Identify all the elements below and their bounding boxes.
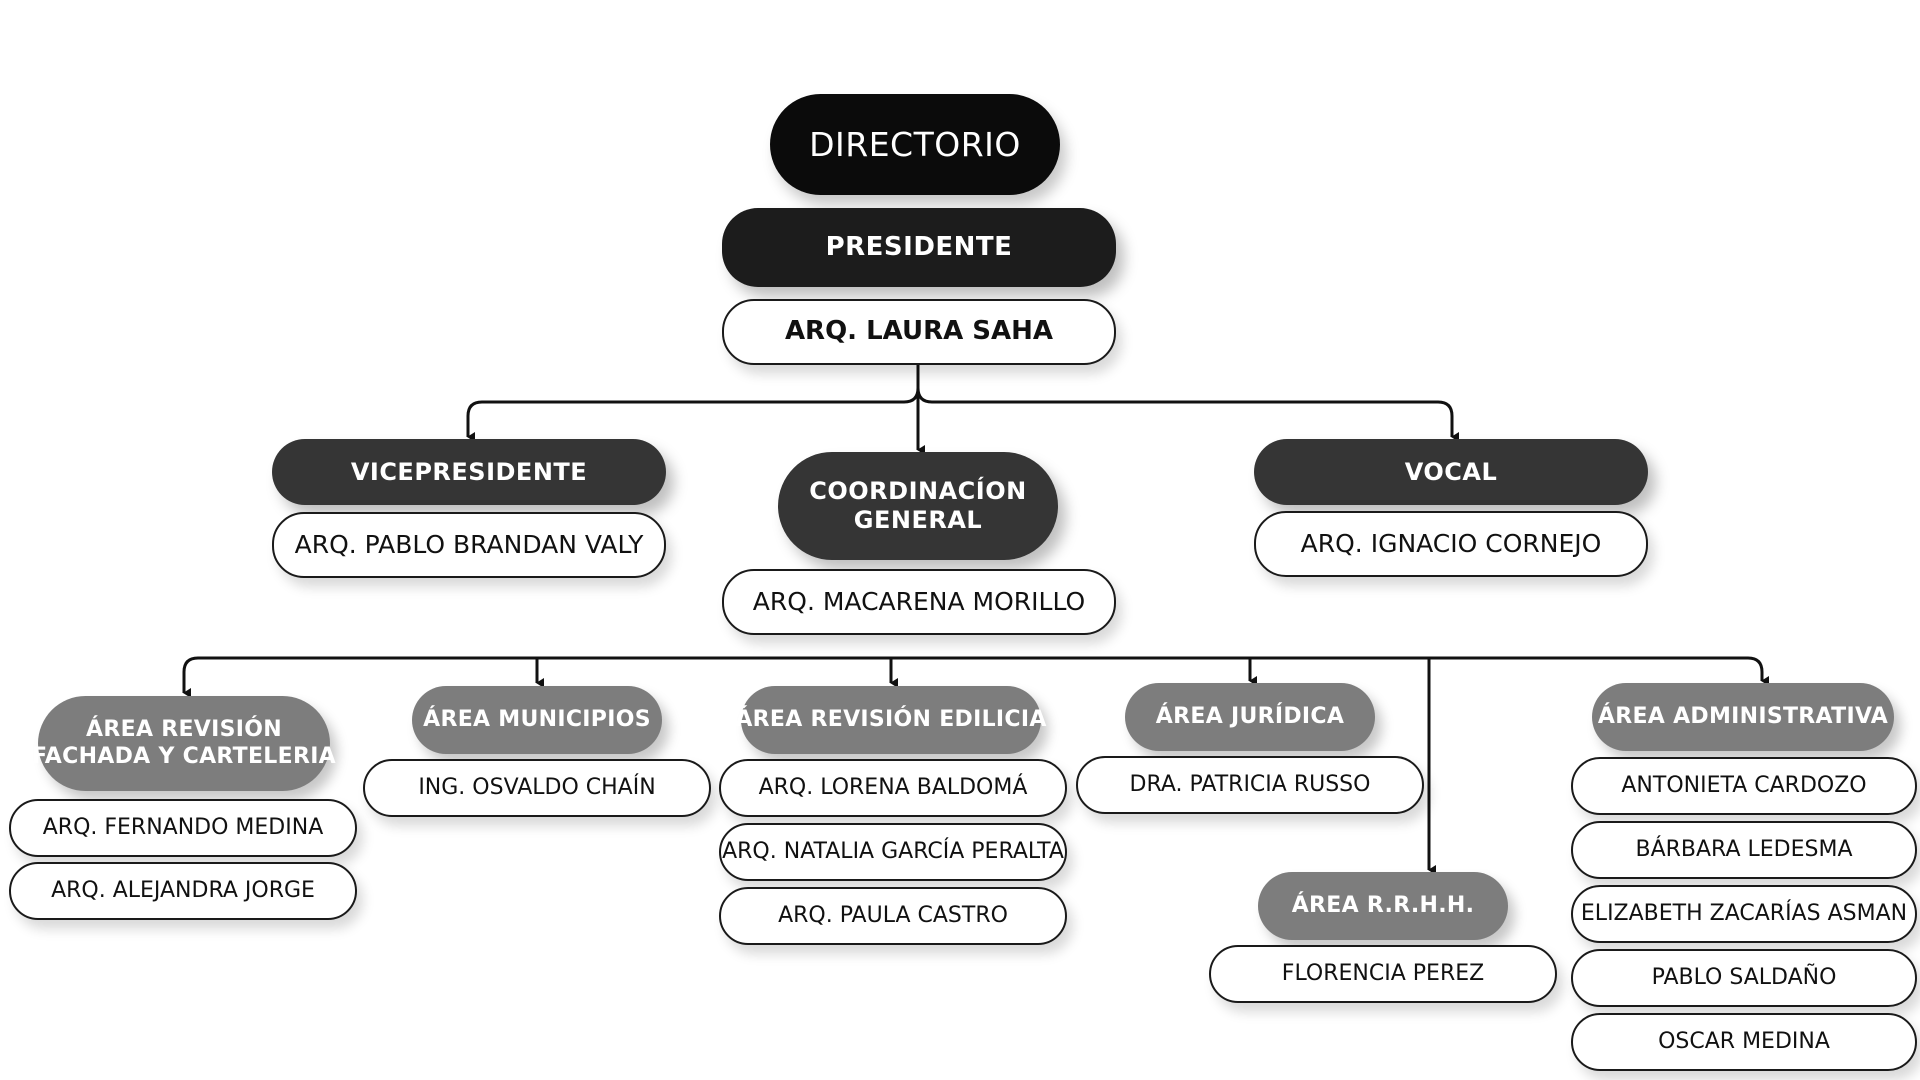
connector-to-area-administrativa (1747, 656, 1769, 686)
area-administrativa-member: BÁRBARA LEDESMA (1571, 821, 1917, 879)
presidente-name-box: ARQ. LAURA SAHA (722, 299, 1116, 365)
coordinacion-title-line2: GENERAL (853, 506, 983, 534)
vicepresidente-title-box: VICEPRESIDENTE (272, 439, 666, 505)
area-municipios-title: ÁREA MUNICIPIOS (423, 706, 651, 732)
area-administrativa-member-name: PABLO SALDAÑO (1651, 964, 1837, 990)
connector-to-area-fachada (182, 656, 199, 698)
vicepresidente-title: VICEPRESIDENTE (350, 457, 588, 486)
area-rrhh-member-name: FLORENCIA PEREZ (1281, 960, 1485, 986)
area-administrativa-member: ANTONIETA CARDOZO (1571, 757, 1917, 815)
area-rrhh-title-box: ÁREA R.R.H.H. (1258, 872, 1508, 940)
area-juridica-member: DRA. PATRICIA RUSSO (1076, 756, 1424, 814)
area-fachada-title-line2: FACHADA Y CARTELERIA (32, 743, 337, 769)
area-edilicia-member-name: ARQ. NATALIA GARCÍA PERALTA (722, 838, 1064, 864)
area-juridica-member-name: DRA. PATRICIA RUSSO (1129, 771, 1371, 797)
area-fachada-member: ARQ. FERNANDO MEDINA (9, 799, 357, 857)
presidente-title: PRESIDENTE (825, 231, 1013, 262)
area-edilicia-member-name: ARQ. PAULA CASTRO (778, 902, 1008, 928)
area-municipios-member: ING. OSVALDO CHAÍN (363, 759, 711, 817)
area-municipios-member-name: ING. OSVALDO CHAÍN (418, 774, 656, 800)
connector-presidente-to-vicepresidente (466, 365, 920, 442)
coordinacion-name-box: ARQ. MACARENA MORILLO (722, 569, 1116, 635)
area-rrhh-member: FLORENCIA PEREZ (1209, 945, 1557, 1003)
vocal-title: VOCAL (1404, 457, 1498, 486)
area-administrativa-member-name: ANTONIETA CARDOZO (1621, 772, 1867, 798)
vicepresidente-name-box: ARQ. PABLO BRANDAN VALY (272, 512, 666, 578)
area-municipios-title-box: ÁREA MUNICIPIOS (412, 686, 662, 754)
area-edilicia-member: ARQ. NATALIA GARCÍA PERALTA (719, 823, 1067, 881)
area-administrativa-member-name: ELIZABETH ZACARÍAS ASMAN (1580, 900, 1908, 926)
vicepresidente-name: ARQ. PABLO BRANDAN VALY (294, 530, 644, 559)
area-edilicia-member: ARQ. LORENA BALDOMÁ (719, 759, 1067, 817)
area-administrativa-title: ÁREA ADMINISTRATIVA (1597, 703, 1889, 729)
vocal-title-box: VOCAL (1254, 439, 1648, 505)
area-juridica-title-box: ÁREA JURÍDICA (1125, 683, 1375, 751)
area-fachada-title-box: ÁREA REVISIÓN FACHADA Y CARTELERIA (32, 696, 336, 791)
area-fachada-member-name: ARQ. FERNANDO MEDINA (42, 814, 324, 840)
area-administrativa-member: PABLO SALDAÑO (1571, 949, 1917, 1007)
area-administrativa-member: OSCAR MEDINA (1571, 1013, 1917, 1071)
area-edilicia-member: ARQ. PAULA CASTRO (719, 887, 1067, 945)
directorio-box: DIRECTORIO (770, 94, 1060, 195)
area-fachada-member: ARQ. ALEJANDRA JORGE (9, 862, 357, 920)
directorio-label: DIRECTORIO (809, 124, 1021, 164)
connector-presidente-to-vocal (916, 365, 1459, 442)
vocal-name: ARQ. IGNACIO CORNEJO (1300, 529, 1602, 558)
area-administrativa-member: ELIZABETH ZACARÍAS ASMAN (1571, 885, 1917, 943)
vocal-name-box: ARQ. IGNACIO CORNEJO (1254, 511, 1648, 577)
presidente-title-box: PRESIDENTE (722, 208, 1116, 287)
coordinacion-title-box: COORDINACÍON GENERAL (778, 452, 1058, 560)
coordinacion-title-line1: COORDINACÍON (809, 477, 1027, 506)
area-fachada-member-name: ARQ. ALEJANDRA JORGE (51, 877, 315, 903)
area-edilicia-member-name: ARQ. LORENA BALDOMÁ (758, 774, 1028, 800)
area-administrativa-member-name: OSCAR MEDINA (1658, 1028, 1830, 1054)
area-administrativa-member-name: BÁRBARA LEDESMA (1635, 836, 1853, 862)
area-fachada-title-line1: ÁREA REVISIÓN (86, 717, 282, 743)
area-edilicia-title: ÁREA REVISIÓN EDILICIA (735, 706, 1047, 732)
coordinacion-name: ARQ. MACARENA MORILLO (752, 587, 1086, 616)
area-rrhh-title: ÁREA R.R.H.H. (1291, 892, 1475, 918)
area-edilicia-title-box: ÁREA REVISIÓN EDILICIA (735, 686, 1046, 754)
area-juridica-title: ÁREA JURÍDICA (1155, 703, 1345, 729)
presidente-name: ARQ. LAURA SAHA (784, 316, 1054, 347)
area-administrativa-title-box: ÁREA ADMINISTRATIVA (1592, 683, 1894, 751)
